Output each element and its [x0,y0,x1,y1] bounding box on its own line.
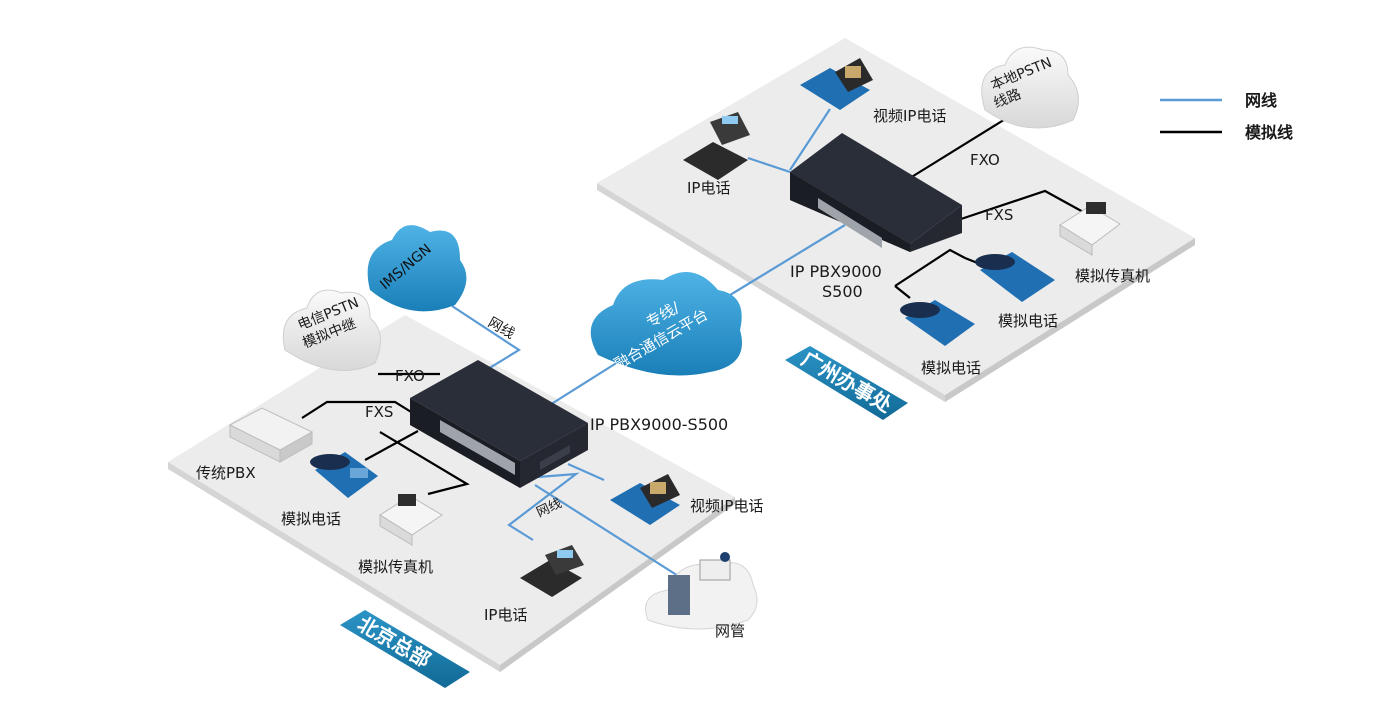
ip-phone-label-bj: IP电话 [484,606,527,624]
legend: 网线 模拟线 [1160,91,1293,142]
ip-phone-icon-gz [683,112,750,180]
ip-phone-label-gz: IP电话 [687,179,730,197]
net-line-pbx-bj-to-videophone [567,462,605,482]
legend-net-line-label: 网线 [1245,91,1277,110]
analog-fax-label-bj: 模拟传真机 [358,558,433,576]
beijing-platform [168,315,735,672]
legacy-pbx-label: 传统PBX [196,464,256,482]
ims-cloud: IMS/NGN [367,225,467,312]
analog-fax-icon-bj [379,494,443,546]
analog-phone-label-bj: 模拟电话 [281,510,341,528]
pbx-label-bj: IP PBX9000-S500 [590,415,728,434]
analog-phone-icon-bj [310,452,378,498]
nms-icon [645,552,758,630]
net-line-pbx-bj-to-cloud [544,361,619,409]
analog-line-gz-phone2 [894,285,911,299]
pbx-label-gz-line2: S500 [822,282,863,301]
video-phone-label-gz: 视频IP电话 [873,107,946,125]
analog-phone-icon-gz-1 [975,252,1055,302]
legacy-pbx-icon [228,407,314,463]
net-line-gz-ipphone [747,156,791,174]
analog-phone-icon-gz-2 [900,300,975,346]
fxo-label-gz: FXO [970,151,1000,169]
net-line-pbx-bj-to-nms [534,484,684,580]
analog-line-gz-fxs [894,248,966,287]
fxo-label-bj: FXO [395,367,425,385]
guangzhou-pbx-device [790,133,962,252]
pstn-cloud-guangzhou: 本地PSTN 线路 [981,46,1079,129]
fxs-label-gz: FXS [985,206,1013,224]
legend-analog-line-label: 模拟线 [1245,123,1293,142]
analog-line-pstn-gz [909,112,1016,179]
net-line-cloud-to-pbx-gz [711,224,846,307]
analog-line-gz-fax [957,189,1086,222]
pbx-label-gz-line1: IP PBX9000 [790,262,882,281]
analog-line-bj-fax [379,431,470,496]
net-line-ims-to-pbx-bj [451,305,522,373]
analog-fax-icon-gz [1059,202,1121,256]
net-line-gz-videophone [789,108,831,171]
nms-label: 网管 [715,622,745,640]
analog-phone-label-gz-1: 模拟电话 [998,312,1058,330]
analog-fax-label-gz: 模拟传真机 [1075,267,1150,285]
analog-line-bj-phone [364,430,419,461]
video-phone-icon-gz [800,58,873,110]
analog-phone-label-gz-2: 模拟电话 [921,359,981,377]
network-lines [451,108,846,580]
video-phone-icon-bj [610,474,680,525]
center-cloud: 专线/ 融合通信云平台 [590,272,742,376]
beijing-pbx-device [410,360,588,488]
net-line-pbx-bj-to-ipphone [507,472,580,541]
ip-phone-icon-bj [520,545,584,597]
fxs-label-bj: FXS [365,403,393,421]
video-phone-label-bj: 视频IP电话 [690,497,763,515]
pstn-cloud-beijing: 电信PSTN 模拟中继 [282,289,381,372]
